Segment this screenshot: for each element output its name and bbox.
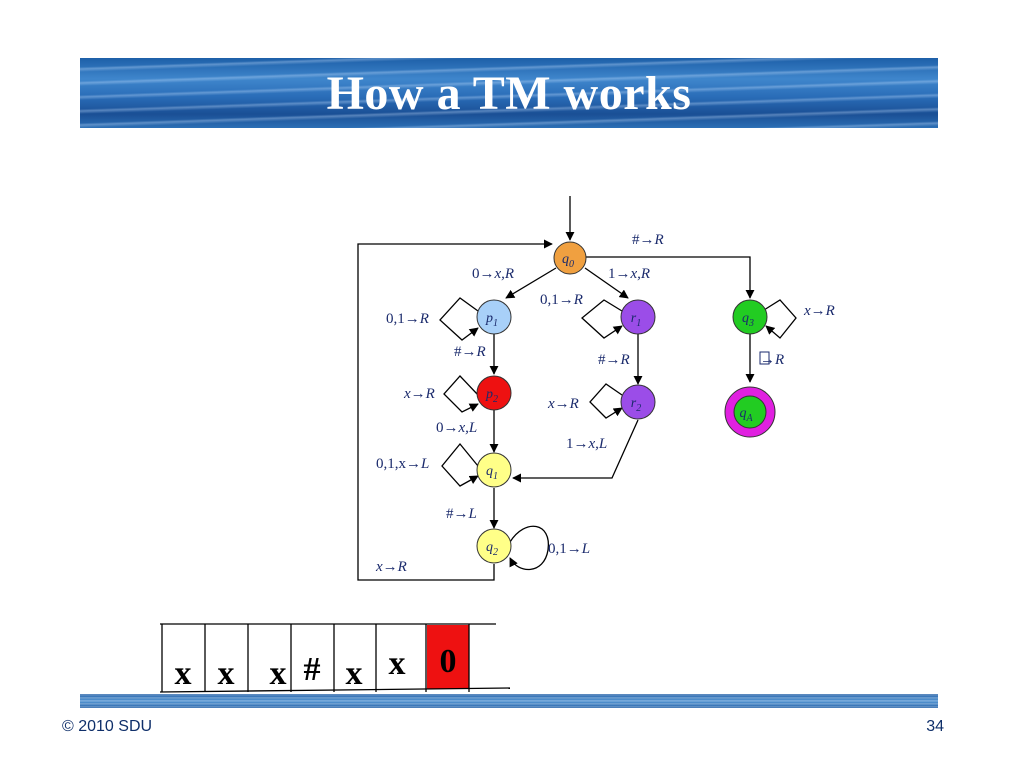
trans-q0-r1: 1→x,R [608,266,650,282]
state-q3 [732,299,768,335]
trans-p1-loop: 0,1→R [386,311,429,327]
state-p2 [476,375,512,411]
state-r2 [620,384,656,420]
trans-q2-q0: x→R [375,559,407,575]
blank-symbol-box [759,351,770,365]
slide-title: How a TM works [326,66,692,120]
trans-p1-p2: #→R [454,344,486,360]
loop-p2 [443,375,479,413]
label-q0: q0 [562,252,574,270]
label-r2: r2 [631,396,641,414]
trans-r1-r2: #→R [598,352,630,368]
label-p2: p2 [485,387,498,405]
loop-q3 [763,299,797,339]
tape-cell-1: x [218,655,235,692]
label-q1: q1 [486,464,498,482]
tape-bottom-line [159,687,511,693]
edge-q0-q3 [585,256,755,299]
tape-cell-3: # [304,651,321,688]
trans-q2-loop: 0,1→L [548,541,590,557]
label-p1: p1 [485,311,498,329]
tape-cell-5: x [389,645,406,682]
edge-q0-p1 [505,267,557,299]
copyright-text: © 2010 SDU [62,718,153,735]
trans-r2-q1: 1→x,L [566,436,607,452]
label-q2: q2 [486,540,498,558]
trans-q1-q2: #→L [446,506,477,522]
page-number: 34 [926,718,944,735]
trans-r1-loop: 0,1→R [540,292,583,308]
label-r1: r1 [631,311,641,329]
state-q2 [476,528,512,564]
loop-p1 [439,297,479,341]
state-p1 [476,299,512,335]
tape [159,623,511,693]
tape-head-cell [427,625,469,689]
trans-r2-loop: x→R [547,396,579,412]
tape-cell-2: x [270,655,287,692]
label-qA: qA [739,406,753,424]
loop-q2 [509,525,549,571]
edge-q2-q0 [357,239,553,581]
title-banner: How a TM works [80,58,938,128]
loop-q1 [441,442,479,487]
trans-q3-loop: x→R [803,303,835,319]
tape-cell-0: x [175,655,192,692]
state-r1 [620,299,656,335]
label-q3: q3 [742,311,754,329]
state-qA [733,395,767,429]
loop-r1 [581,299,623,339]
trans-q3-qA: →R [760,352,784,368]
state-q0 [553,241,587,275]
edge-q0-r1 [584,267,629,299]
trans-p2-q1: 0→x,L [436,420,477,436]
footer-bar [80,694,938,708]
trans-q0-p1: 0→x,R [472,266,514,282]
loop-r2 [589,383,623,419]
tape-cell-6: 0 [440,643,457,680]
trans-q1-loop: 0,1,x→L [376,456,429,472]
tape-cell-4: x [346,655,363,692]
trans-p2-loop: x→R [403,386,435,402]
trans-q0-q3: #→R [632,232,664,248]
edge-r2-q1 [512,419,639,483]
state-q1 [476,452,512,488]
